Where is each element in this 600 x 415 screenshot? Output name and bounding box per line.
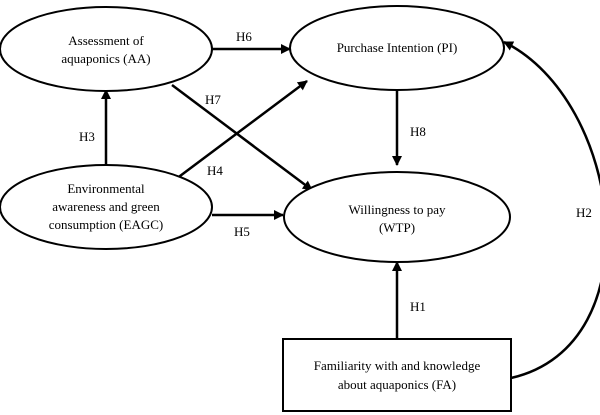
node-willingness-to-pay: Willingness to pay (WTP): [283, 171, 511, 263]
node-environmental-awareness: Environmental awareness and green consum…: [0, 164, 213, 250]
node-wtp-line-1: Willingness to pay: [349, 202, 446, 217]
node-eagc-line-2: awareness and green: [52, 199, 160, 214]
node-purchase-intention: Purchase Intention (PI): [289, 5, 505, 91]
edge-label-h7: H7: [205, 92, 221, 107]
node-eagc-line-1: Environmental: [67, 181, 145, 196]
node-wtp-line-2: (WTP): [379, 220, 415, 235]
node-pi-line-1: Purchase Intention (PI): [337, 40, 458, 55]
edge-label-h1: H1: [410, 299, 426, 314]
edge-h2: [503, 40, 600, 380]
edge-label-h8: H8: [410, 124, 426, 139]
edge-label-h6: H6: [236, 29, 252, 44]
edge-label-h4: H4: [207, 163, 223, 178]
node-assessment-of-aquaponics: Assessment of aquaponics (AA): [0, 6, 213, 92]
node-fa-line-1: Familiarity with and knowledge: [314, 358, 481, 373]
edge-h4: [171, 79, 308, 184]
node-eagc-line-3: consumption (EAGC): [49, 217, 163, 232]
edge-label-h2: H2: [576, 205, 592, 220]
node-fa-line-2: about aquaponics (FA): [338, 377, 456, 392]
node-aa-line-1: Assessment of: [68, 33, 144, 48]
edge-label-h5: H5: [234, 224, 250, 239]
edge-label-h3: H3: [79, 129, 95, 144]
node-aa-line-2: aquaponics (AA): [61, 51, 150, 66]
edge-h7: [171, 84, 313, 191]
node-familiarity-and-knowledge: Familiarity with and knowledge about aqu…: [282, 338, 512, 412]
